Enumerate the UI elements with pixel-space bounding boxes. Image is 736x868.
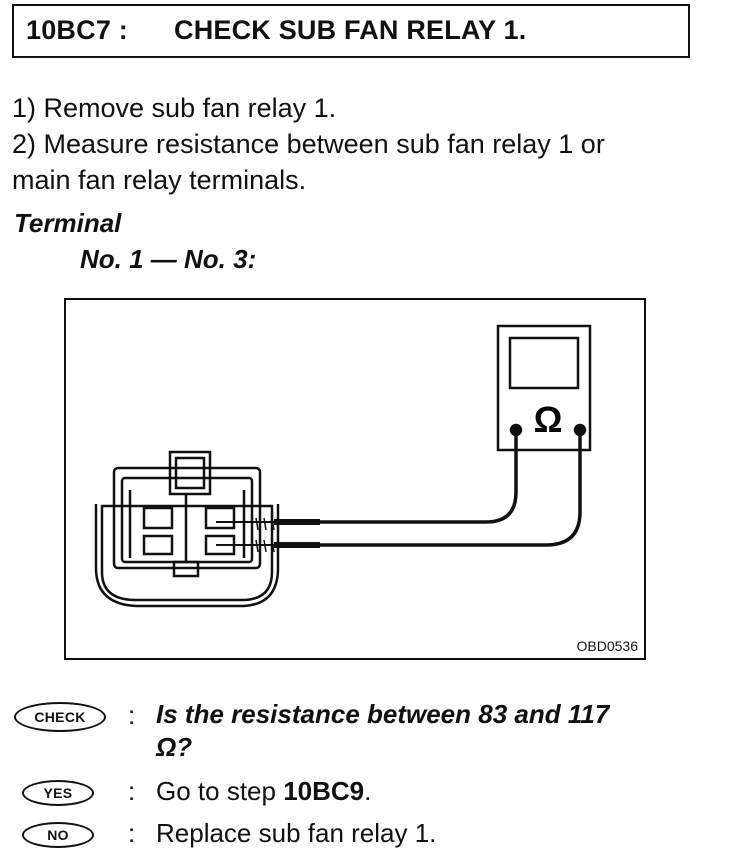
relay-ohmmeter-diagram: Ω <box>94 324 592 608</box>
relay-icon <box>94 450 280 608</box>
terminal-pair: No. 1 — No. 3: <box>80 244 257 274</box>
relay-measurement-figure: Ω <box>64 298 646 660</box>
no-badge: NO <box>22 822 94 848</box>
check-question-line-1: Is the resistance between 83 and 117 <box>156 699 610 729</box>
no-separator: : <box>128 818 136 848</box>
check-question-line-2: Ω? <box>156 732 193 762</box>
test-leads <box>216 430 582 553</box>
step-title-box: 10BC7 : CHECK SUB FAN RELAY 1. <box>12 4 690 58</box>
ohm-symbol: Ω <box>534 399 563 440</box>
check-badge: CHECK <box>14 702 106 732</box>
figure-code: OBD0536 <box>576 638 638 654</box>
yes-target-step: 10BC9 <box>283 776 365 806</box>
step-code: 10BC7 : <box>26 15 128 45</box>
no-answer: Replace sub fan relay 1. <box>156 818 437 848</box>
yes-separator: : <box>128 776 136 806</box>
yes-answer-suffix: . <box>364 776 372 806</box>
yes-answer: Go to step 10BC9. <box>156 776 371 807</box>
step-title: CHECK SUB FAN RELAY 1. <box>174 15 527 45</box>
instruction-line-1: 1) Remove sub fan relay 1. <box>12 93 337 123</box>
terminal-heading: Terminal <box>14 208 122 238</box>
yes-answer-prefix: Go to step <box>156 776 284 806</box>
instruction-line-3: main fan relay terminals. <box>12 165 307 195</box>
yes-badge: YES <box>22 780 94 806</box>
check-separator: : <box>128 700 136 730</box>
instruction-line-2: 2) Measure resistance between sub fan re… <box>12 129 605 159</box>
